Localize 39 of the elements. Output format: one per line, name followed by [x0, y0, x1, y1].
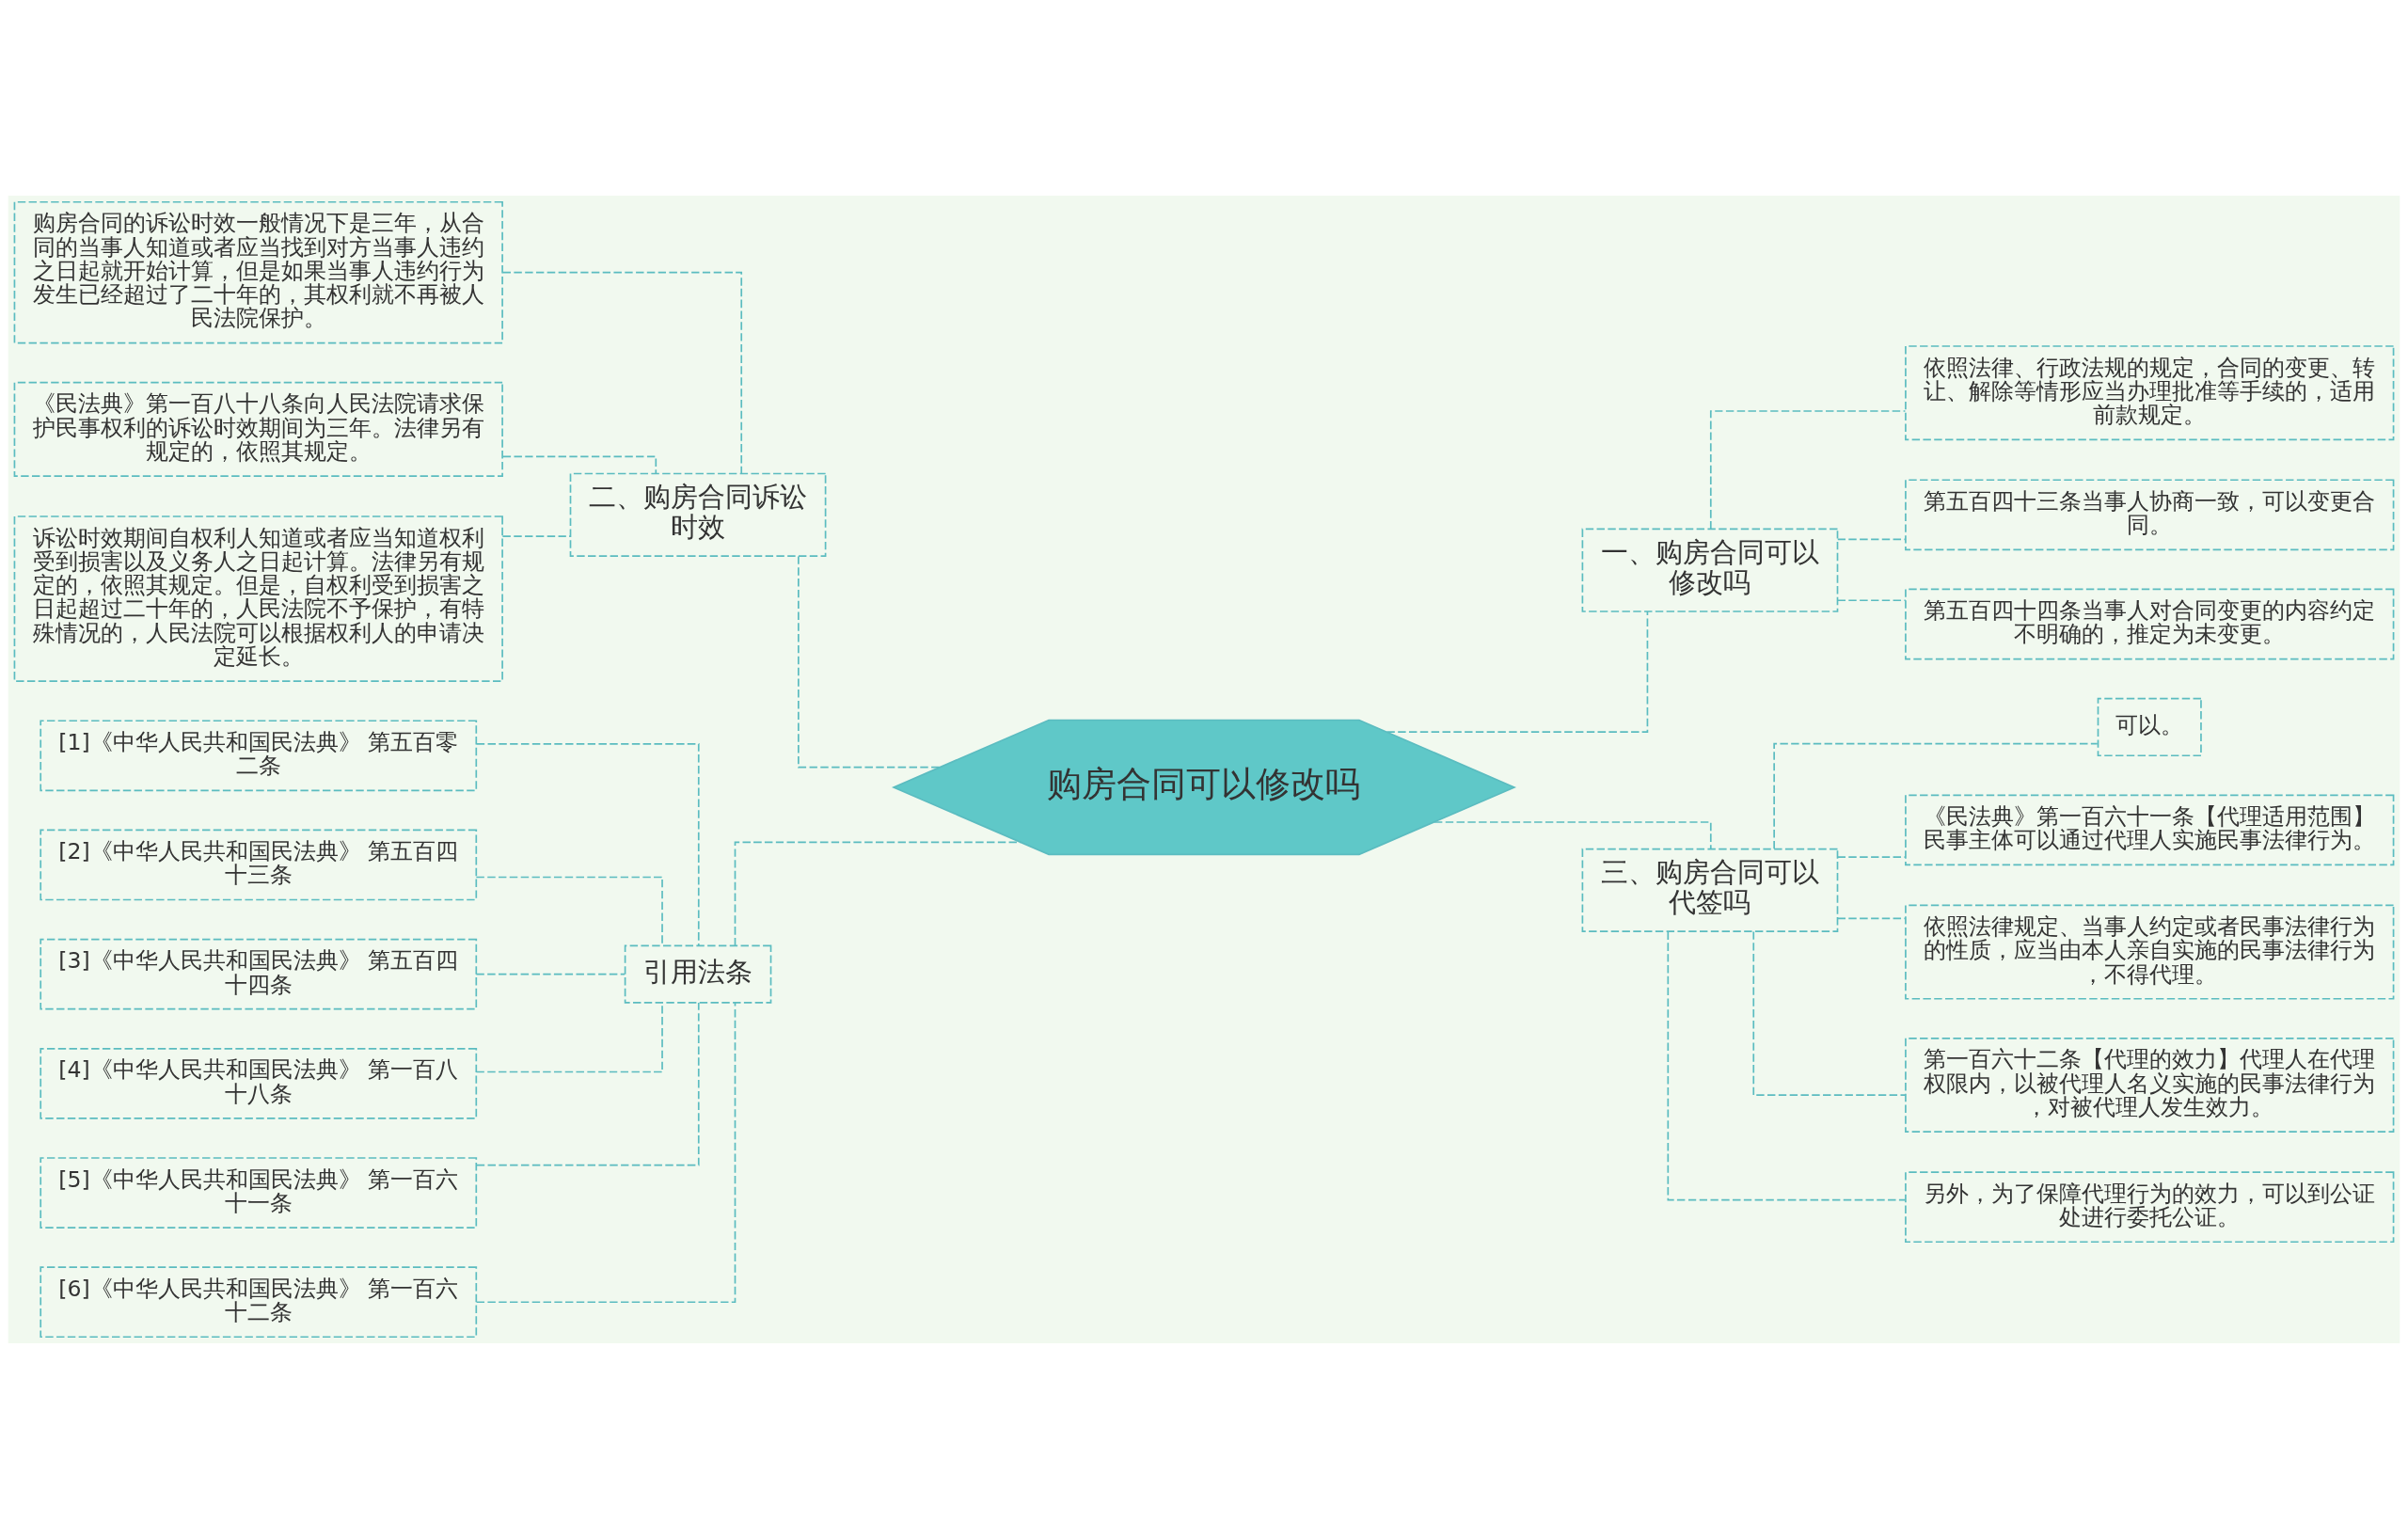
connector	[475, 876, 663, 946]
connector	[1836, 598, 1907, 601]
node-box: [5]《中华人民共和国民法典》 第一百六十一条	[40, 1156, 478, 1229]
connector	[475, 1001, 737, 1303]
node-box: [3]《中华人民共和国民法典》 第五百四十四条	[40, 938, 478, 1010]
node-box: 《民法典》第一百八十八条向人民法院请求保护民事权利的诉讼时效期间为三年。法律另有规定的，依照其规定。	[13, 381, 503, 477]
node-box: 依照法律规定、当事人约定或者民事法律行为的性质，应当由本人亲自实施的民事法律行为，不得代理。	[1905, 904, 2395, 1000]
node-box: [4]《中华人民共和国民法典》 第一百八十八条	[40, 1047, 478, 1119]
connector	[734, 841, 1022, 946]
node-box: 依照法律、行政法规的规定，合同的变更、转让、解除等情形应当办理批准等手续的，适用前款规定。	[1905, 344, 2395, 440]
connector	[475, 973, 626, 975]
node-box: 引用法条	[624, 944, 772, 1004]
connector	[501, 271, 743, 474]
node-box: 购房合同的诉讼时效一般情况下是三年，从合同的当事人知道或者应当找到对方当事人违约之日起就开始计算，但是如果当事人违约行为发生已经超过了二十年的，其权利就不再被人民法院保护。	[13, 200, 503, 343]
node-box: 另外，为了保障代理行为的效力，可以到公证处进行委托公证。	[1905, 1170, 2395, 1243]
node-box: [2]《中华人民共和国民法典》 第五百四十三条	[40, 829, 478, 900]
connector	[1709, 409, 1907, 530]
connector	[475, 742, 700, 946]
connector	[1836, 855, 1907, 858]
node-box: [1]《中华人民共和国民法典》 第五百零二条	[40, 719, 478, 791]
node-box: 二、购房合同诉讼时效	[569, 472, 827, 557]
node-box: 第一百六十二条【代理的效力】代理人在代理权限内，以被代理人名义实施的民事法律行为，对被代理人发生效力。	[1905, 1037, 2395, 1133]
connector	[1386, 610, 1649, 733]
connector	[501, 534, 572, 537]
connector	[1836, 538, 1907, 540]
connector	[798, 555, 941, 768]
connector	[1667, 930, 1907, 1200]
node-box: 可以。	[2097, 697, 2202, 756]
connector	[1773, 742, 2099, 849]
connector	[1836, 916, 1907, 919]
node-box: 一、购房合同可以修改吗	[1581, 528, 1839, 612]
node-box: [6]《中华人民共和国民法典》 第一百六十二条	[40, 1265, 478, 1338]
connector	[1752, 930, 1907, 1096]
connector	[475, 1001, 700, 1165]
node-box: 诉讼时效期间自权利人知道或者应当知道权利受到损害以及义务人之日起计算。法律另有规定的，依照其规定。但是，自权利受到损害之日起超过二十年的，人民法院不予保护，有特殊情况的，人民法院可以根据权利人的申请决定延长。	[13, 515, 503, 682]
node-box: 《民法典》第一百六十一条【代理适用范围】民事主体可以通过代理人实施民事法律行为。	[1905, 794, 2395, 865]
node-box: 第五百四十三条当事人协商一致，可以变更合同。	[1905, 478, 2395, 550]
node-box: 第五百四十四条当事人对合同变更的内容约定不明确的，推定为未变更。	[1905, 588, 2395, 659]
node-box: 三、购房合同可以代签吗	[1581, 848, 1839, 932]
